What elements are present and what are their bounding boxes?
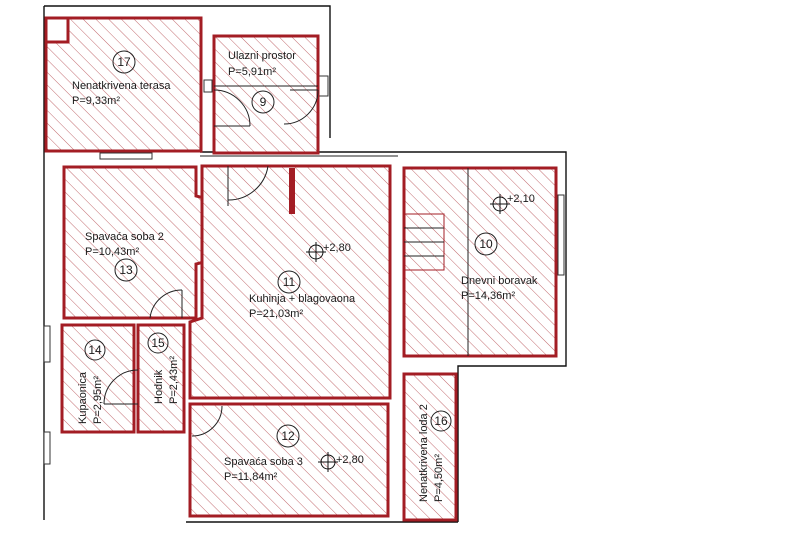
room-10-name: Dnevni boravak (461, 275, 538, 287)
doors (103, 89, 319, 437)
room-11-number: 11 (283, 275, 296, 289)
room-9-area: P=5,91m² (228, 66, 276, 78)
room-9-name: Ulazni prostor (228, 50, 296, 62)
room-11-name: Kuhinja + blagovaona (249, 293, 356, 305)
room-17-number: 17 (117, 55, 131, 69)
room-11-area: P=21,03m² (249, 308, 303, 320)
room-14-name: Kupaonica (77, 371, 89, 424)
room-12-number: 12 (281, 429, 295, 443)
level-living-label: +2,10 (507, 193, 535, 205)
room-14[interactable] (60, 323, 136, 434)
room-14-number: 14 (88, 343, 102, 357)
room-12[interactable] (188, 402, 390, 518)
room-14-area: P=2,95m² (92, 376, 104, 424)
level-marker-kitchen: +2,80 (306, 242, 351, 262)
room-16[interactable] (402, 372, 458, 522)
room-11[interactable] (188, 164, 392, 400)
room-16-area: P=4,50m² (433, 454, 445, 502)
room-15[interactable] (136, 323, 186, 434)
room-10-area: P=14,36m² (461, 290, 515, 302)
room-12-name: Spavaća soba 3 (224, 456, 303, 468)
room-17-name: Nenatkrivena terasa (72, 80, 171, 92)
level-marker-bedroom3: +2,80 (318, 452, 364, 472)
room-15-name: Hodnik (153, 369, 165, 404)
room-16-number: 16 (434, 414, 448, 428)
room-17[interactable] (44, 16, 203, 153)
room-15-number: 15 (151, 336, 165, 350)
room-13-name: Spavaća soba 2 (85, 231, 164, 243)
room-16-name: Nenatkrivena loda 2 (418, 404, 430, 502)
room-10[interactable] (402, 166, 558, 358)
room-9-number: 9 (260, 95, 267, 109)
room-17-area: P=9,33m² (72, 95, 120, 107)
level-kitchen-label: +2,80 (323, 242, 351, 254)
room-13-number: 13 (119, 263, 133, 277)
level-marker-living: +2,10 (490, 193, 535, 214)
room-9[interactable] (212, 34, 320, 155)
inner-walls (214, 85, 469, 356)
level-bedroom3-label: +2,80 (336, 454, 364, 466)
room-12-area: P=11,84m² (224, 471, 278, 483)
room-17-corner (44, 16, 70, 44)
room-15-area: P=2,43m² (168, 356, 180, 404)
windows (43, 75, 565, 465)
room-13-area: P=10,43m² (85, 246, 139, 258)
room-10-number: 10 (479, 237, 493, 251)
